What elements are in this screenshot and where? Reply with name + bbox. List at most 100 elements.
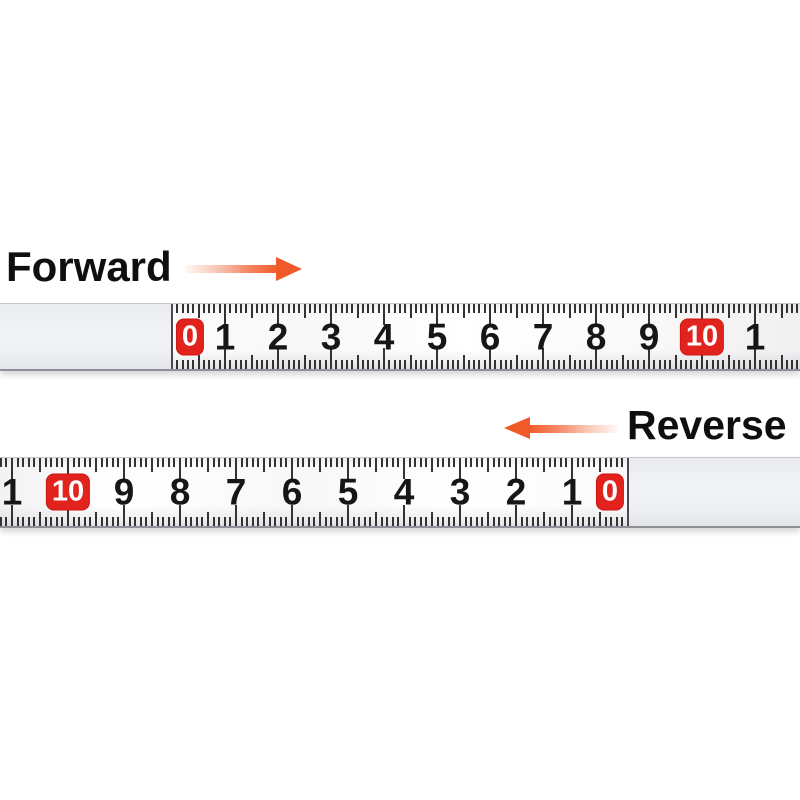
tick-minor (669, 360, 672, 369)
tick-major (754, 304, 756, 325)
ruler-number: 4 (393, 471, 415, 513)
tick-minor (419, 458, 422, 467)
tick-minor (503, 517, 506, 526)
tick-major (67, 505, 69, 526)
tick-minor (16, 517, 19, 526)
tick-minor (78, 458, 81, 467)
tick-minor (475, 458, 478, 467)
tick-marks (0, 458, 800, 526)
tick-minor (313, 517, 316, 526)
tick-minor (457, 360, 460, 369)
tick-minor (184, 458, 187, 467)
tick-minor (531, 458, 534, 467)
tick-minor (510, 304, 513, 313)
tick-major (571, 505, 573, 526)
tick-medium (780, 355, 783, 369)
tick-minor (307, 458, 310, 467)
tick-minor (520, 517, 523, 526)
tick-minor (464, 517, 467, 526)
tick-minor (685, 360, 688, 369)
tick-minor (139, 458, 142, 467)
tick-minor (78, 517, 81, 526)
tick-minor (769, 360, 772, 369)
tick-minor (223, 517, 226, 526)
tick-minor (22, 458, 25, 467)
tick-minor (292, 360, 295, 369)
tick-major (459, 458, 461, 479)
tick-minor (100, 458, 103, 467)
tick-minor (111, 458, 114, 467)
arrow-left-icon (504, 417, 618, 440)
tick-minor (732, 360, 735, 369)
tick-major (571, 458, 573, 479)
tick-minor (296, 458, 299, 467)
tick-minor (369, 517, 372, 526)
tick-minor (184, 517, 187, 526)
tick-minor (494, 360, 497, 369)
tick-minor (589, 360, 592, 369)
ruler-number: 1 (561, 471, 583, 513)
tick-major (347, 505, 349, 526)
tick-minor (367, 360, 370, 369)
forward-label: Forward (6, 243, 172, 290)
tick-minor (552, 304, 555, 313)
tick-minor (208, 304, 211, 313)
tick-minor (711, 304, 714, 313)
tick-minor (637, 360, 640, 369)
tick-minor (658, 304, 661, 313)
tick-medium (263, 512, 265, 526)
tick-minor (663, 360, 666, 369)
tick-major (291, 458, 293, 479)
tick-minor (404, 360, 407, 369)
tick-minor (266, 304, 269, 313)
tick-minor (167, 517, 170, 526)
tick-minor (234, 304, 237, 313)
tick-minor (5, 458, 8, 467)
tick-minor (117, 517, 120, 526)
tick-minor (195, 458, 198, 467)
tick-minor (139, 517, 142, 526)
tick-minor (213, 304, 216, 313)
tick-medium (621, 355, 624, 369)
tick-minor (55, 458, 58, 467)
tick-medium (151, 512, 153, 526)
tick-minor (425, 458, 428, 467)
ruler-number: 4 (373, 316, 395, 357)
tick-medium (599, 458, 601, 472)
tick-medium (674, 355, 677, 369)
tick-minor (377, 304, 380, 313)
tick-minor (352, 517, 355, 526)
tick-major (235, 458, 237, 479)
tick-minor (414, 304, 417, 313)
tick-minor (616, 304, 619, 313)
tick-minor (192, 360, 195, 369)
tick-major (11, 505, 13, 526)
tick-major (179, 458, 181, 479)
tick-minor (442, 517, 445, 526)
tick-minor (319, 360, 322, 369)
tick-medium (515, 304, 518, 318)
tick-medium (263, 458, 265, 472)
tick-minor (563, 360, 566, 369)
tick-minor (128, 517, 131, 526)
tick-major (123, 458, 125, 479)
tick-minor (377, 360, 380, 369)
tick-minor (499, 304, 502, 313)
tick-minor (27, 458, 30, 467)
tick-minor (190, 517, 193, 526)
tick-medium (319, 458, 321, 472)
tick-minor (467, 304, 470, 313)
tick-minor (261, 360, 264, 369)
tick-minor (420, 304, 423, 313)
tick-minor (388, 360, 391, 369)
tick-minor (436, 517, 439, 526)
tick-minor (492, 517, 495, 526)
ruler-number: 5 (337, 471, 359, 513)
tick-minor (330, 517, 333, 526)
tick-minor (716, 304, 719, 313)
tick-minor (83, 517, 86, 526)
tick-minor (218, 360, 221, 369)
tick-minor (690, 360, 693, 369)
tick-medium (487, 512, 489, 526)
